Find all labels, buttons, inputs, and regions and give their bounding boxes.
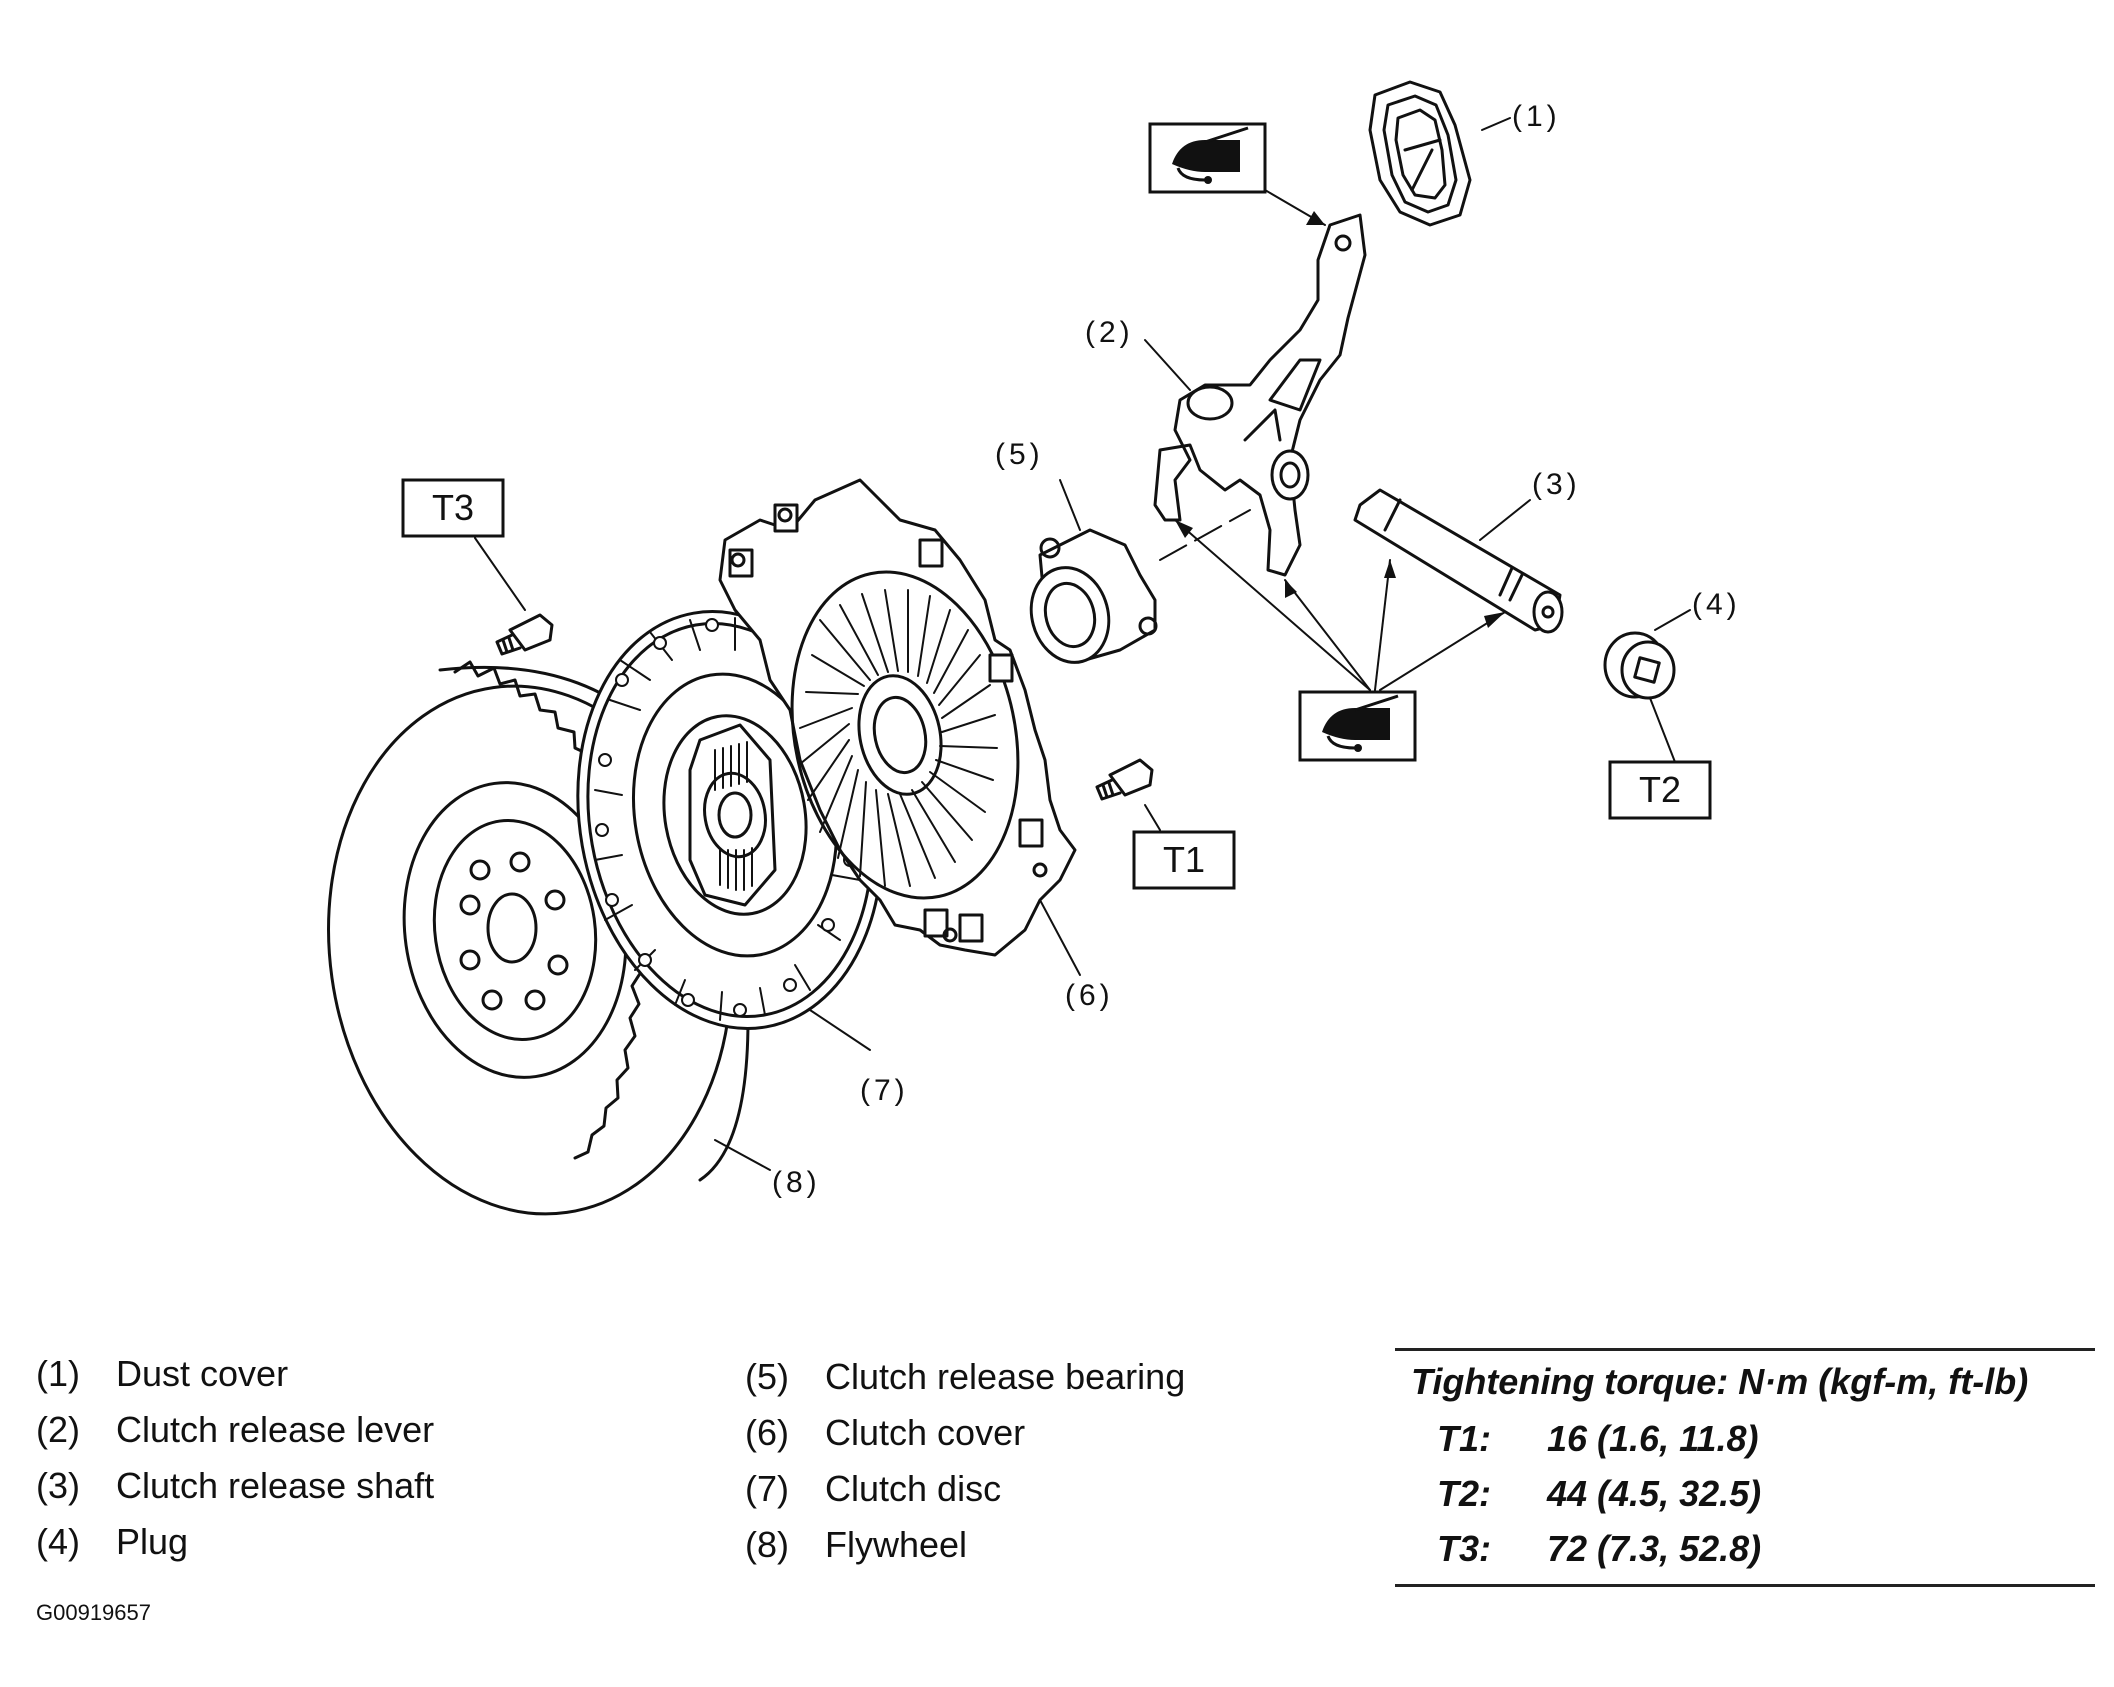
clutch-cover [718, 478, 1077, 957]
torque-tag-t2: T2 [1608, 760, 1712, 820]
legend-item: (4) Plug [36, 1514, 434, 1570]
clutch-exploded-diagram: T3 T1 T2 (1) (2) (3) (4) (5) (6) (7) (8) [327, 80, 1741, 1216]
grease-gun-icon [1148, 122, 1267, 194]
torque-value: 44 (4.5, 32.5) [1547, 1473, 1762, 1514]
torque-table: Tightening torque: N·m (kgf-m, ft-lb) T1… [1395, 1348, 2095, 1587]
svg-text:T3: T3 [432, 487, 474, 528]
callout-6: (6) [1065, 979, 1114, 1012]
legend-label: Clutch release shaft [116, 1465, 435, 1506]
legend-item: (3) Clutch release shaft [36, 1458, 434, 1514]
torque-key: T2: [1437, 1473, 1491, 1514]
svg-text:T2: T2 [1639, 769, 1681, 810]
dust-cover [1368, 80, 1472, 227]
plug [1603, 631, 1676, 700]
legend-item: (1) Dust cover [36, 1346, 434, 1402]
svg-text:T1: T1 [1163, 839, 1205, 880]
legend-label: Dust cover [116, 1353, 289, 1394]
legend-number: (6) [745, 1412, 789, 1453]
callout-4: (4) [1692, 588, 1741, 621]
callout-8: (8) [772, 1166, 821, 1199]
bolt-t3 [495, 613, 554, 656]
torque-key: T3: [1437, 1528, 1491, 1569]
clutch-release-bearing [1029, 528, 1158, 664]
legend-item: (2) Clutch release lever [36, 1402, 434, 1458]
callout-3: (3) [1532, 468, 1581, 501]
legend-number: (5) [745, 1356, 789, 1397]
torque-value: 16 (1.6, 11.8) [1547, 1418, 1759, 1459]
callout-1: (1) [1512, 100, 1561, 133]
legend-number: (4) [36, 1521, 80, 1562]
callout-5: (5) [995, 438, 1044, 471]
callout-2: (2) [1085, 316, 1134, 349]
torque-key: T1: [1437, 1418, 1491, 1459]
torque-row: T2: 44 (4.5, 32.5) [1395, 1466, 2095, 1521]
legend-number: (1) [36, 1353, 80, 1394]
legend-item: (6) Clutch cover [745, 1405, 1185, 1461]
legend-label: Clutch release lever [116, 1409, 435, 1450]
grease-gun-icon [1298, 690, 1417, 762]
legend-label: Clutch cover [825, 1412, 1026, 1453]
table-top-rule [1395, 1348, 2095, 1351]
legend-item: (8) Flywheel [745, 1517, 1185, 1573]
legend-label: Flywheel [825, 1524, 968, 1565]
table-bottom-rule [1395, 1584, 2095, 1587]
legend-right: (5) Clutch release bearing (6) Clutch cove… [745, 1349, 1185, 1573]
legend-number: (3) [36, 1465, 80, 1506]
legend-left: (1) Dust cover (2) Clutch release lever (3… [36, 1346, 434, 1570]
legend-label: Clutch disc [825, 1468, 1002, 1509]
legend-number: (2) [36, 1409, 80, 1450]
callout-7: (7) [860, 1074, 909, 1107]
torque-tag-t3: T3 [401, 478, 505, 538]
legend-item: (7) Clutch disc [745, 1461, 1185, 1517]
torque-row: T3: 72 (7.3, 52.8) [1395, 1521, 2095, 1576]
legend-item: (5) Clutch release bearing [745, 1349, 1185, 1405]
torque-value: 72 (7.3, 52.8) [1547, 1528, 1762, 1569]
legend-number: (7) [745, 1468, 789, 1509]
legend-label: Plug [116, 1521, 189, 1562]
bolt-t1 [1095, 758, 1154, 801]
torque-table-title: Tightening torque: N·m (kgf-m, ft-lb) [1411, 1361, 2029, 1402]
legend-label: Clutch release bearing [825, 1356, 1186, 1397]
torque-tag-t1: T1 [1132, 830, 1236, 890]
figure-id: G00919657 [36, 1600, 151, 1625]
torque-row: T1: 16 (1.6, 11.8) [1395, 1411, 2095, 1466]
legend-number: (8) [745, 1524, 789, 1565]
clutch-release-lever [1153, 213, 1367, 577]
clutch-release-shaft [1353, 488, 1564, 634]
